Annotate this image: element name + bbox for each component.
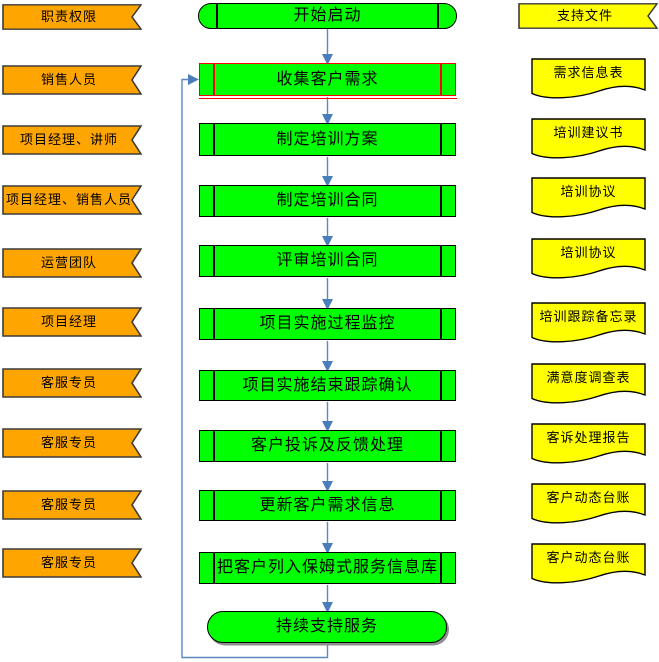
flow-step[interactable]: 项目实施过程监控 bbox=[199, 308, 456, 340]
document-label: 培训协议 bbox=[560, 184, 617, 199]
flow-step[interactable]: 客户投诉及反馈处理 bbox=[199, 430, 456, 462]
role-label: 客服专员 bbox=[40, 496, 97, 512]
document-label: 客户动态台账 bbox=[546, 490, 631, 505]
role-label: 项目经理、讲师 bbox=[19, 131, 118, 147]
document-shape[interactable]: 培训建议书 bbox=[531, 118, 646, 161]
step-label: 开始启动 bbox=[293, 7, 362, 25]
step-label: 制定培训方案 bbox=[276, 130, 379, 148]
document-label: 客户动态台账 bbox=[546, 550, 631, 565]
banner-shape-icon bbox=[2, 125, 142, 155]
role-banner[interactable]: 客服专员 bbox=[2, 368, 142, 398]
banner-shape-icon bbox=[2, 428, 142, 458]
role-banner[interactable]: 客服专员 bbox=[2, 490, 142, 520]
step-label: 项目实施过程监控 bbox=[259, 315, 396, 333]
document-shape[interactable]: 客诉处理报告 bbox=[531, 423, 646, 466]
document-label: 培训建议书 bbox=[553, 125, 624, 140]
role-banner[interactable]: 客服专员 bbox=[2, 548, 142, 578]
flow-step[interactable]: 制定培训方案 bbox=[199, 123, 456, 156]
side-bar bbox=[216, 4, 218, 28]
banner-shape-icon bbox=[2, 65, 142, 95]
banner-shape-icon bbox=[2, 248, 142, 278]
flow-step-end[interactable]: 持续支持服务 bbox=[207, 611, 447, 643]
document-shape-icon bbox=[531, 118, 646, 159]
document-label: 需求信息表 bbox=[553, 65, 624, 80]
selection-underline bbox=[199, 98, 457, 100]
flow-step[interactable]: 项目实施结束跟踪确认 bbox=[199, 370, 456, 401]
document-label: 满意度调查表 bbox=[546, 370, 631, 385]
role-banner[interactable]: 销售人员 bbox=[2, 65, 142, 95]
role-label: 项目经理 bbox=[40, 313, 97, 329]
document-shape[interactable]: 满意度调查表 bbox=[531, 363, 646, 406]
role-banner[interactable]: 项目经理 bbox=[2, 307, 142, 337]
document-shape-icon bbox=[531, 423, 646, 464]
role-label: 销售人员 bbox=[40, 71, 97, 87]
document-shape-icon bbox=[531, 238, 646, 279]
document-label: 支持文件 bbox=[556, 7, 613, 23]
banner-shape-icon bbox=[2, 185, 142, 215]
document-shape-icon bbox=[531, 302, 646, 343]
role-banner[interactable]: 项目经理、讲师 bbox=[2, 125, 142, 155]
step-label: 更新客户需求信息 bbox=[259, 496, 396, 514]
role-banner[interactable]: 运营团队 bbox=[2, 248, 142, 278]
role-label: 客服专员 bbox=[40, 374, 97, 390]
role-label: 客服专员 bbox=[40, 554, 97, 570]
flow-step[interactable]: 制定培训合同 bbox=[199, 185, 456, 217]
document-shape-icon bbox=[531, 483, 646, 524]
document-shape-icon bbox=[531, 543, 646, 584]
side-bar bbox=[440, 246, 442, 276]
step-label: 制定培训合同 bbox=[276, 192, 379, 210]
banner-shape-icon bbox=[2, 490, 142, 520]
side-bar bbox=[437, 4, 439, 28]
document-shape[interactable]: 培训跟踪备忘录 bbox=[531, 302, 646, 345]
side-bar bbox=[440, 124, 442, 155]
side-bar bbox=[440, 371, 442, 400]
banner-shape-icon bbox=[2, 368, 142, 398]
side-bar bbox=[440, 553, 442, 583]
side-bar bbox=[440, 309, 442, 339]
support-files-banner[interactable]: 支持文件 bbox=[518, 3, 658, 29]
step-label: 收集客户需求 bbox=[276, 70, 379, 88]
step-label: 项目实施结束跟踪确认 bbox=[242, 376, 413, 394]
step-label: 客户投诉及反馈处理 bbox=[250, 437, 404, 455]
flow-step[interactable]: 更新客户需求信息 bbox=[199, 490, 456, 521]
flow-step[interactable]: 评审培训合同 bbox=[199, 245, 456, 277]
role-banner[interactable]: 职责权限 bbox=[2, 4, 142, 30]
document-label: 培训跟踪备忘录 bbox=[539, 309, 638, 324]
document-label: 培训协议 bbox=[560, 245, 617, 260]
side-bar bbox=[440, 64, 442, 95]
step-label: 评审培训合同 bbox=[276, 252, 379, 270]
document-shape[interactable]: 客户动态台账 bbox=[531, 543, 646, 586]
step-label: 持续支持服务 bbox=[275, 618, 378, 636]
role-banner[interactable]: 客服专员 bbox=[2, 428, 142, 458]
banner-shape-icon bbox=[2, 307, 142, 337]
role-banner[interactable]: 项目经理、销售人员 bbox=[2, 185, 142, 215]
banner-shape-icon bbox=[2, 548, 142, 578]
role-label: 运营团队 bbox=[40, 254, 97, 270]
banner-shape-icon bbox=[518, 3, 658, 29]
document-shape[interactable]: 客户动态台账 bbox=[531, 483, 646, 526]
side-bar bbox=[440, 186, 442, 216]
role-label: 项目经理、销售人员 bbox=[5, 191, 132, 207]
role-label: 客服专员 bbox=[40, 434, 97, 450]
document-label: 客诉处理报告 bbox=[546, 430, 631, 445]
side-bar bbox=[440, 431, 442, 461]
document-shape-icon bbox=[531, 363, 646, 404]
document-shape[interactable]: 培训协议 bbox=[531, 238, 646, 281]
document-shape[interactable]: 培训协议 bbox=[531, 177, 646, 220]
document-shape-icon bbox=[531, 177, 646, 218]
flow-step-start[interactable]: 开始启动 bbox=[198, 3, 457, 29]
banner-shape-icon bbox=[2, 4, 142, 30]
document-shape-icon bbox=[531, 58, 646, 99]
side-bar bbox=[440, 491, 442, 520]
role-label: 职责权限 bbox=[40, 8, 97, 24]
flow-step[interactable]: 把客户列入保姆式服务信息库 bbox=[199, 552, 456, 584]
document-shape[interactable]: 需求信息表 bbox=[531, 58, 646, 101]
flow-step-selected[interactable]: 收集客户需求 bbox=[199, 63, 456, 96]
step-label: 把客户列入保姆式服务信息库 bbox=[216, 559, 438, 577]
